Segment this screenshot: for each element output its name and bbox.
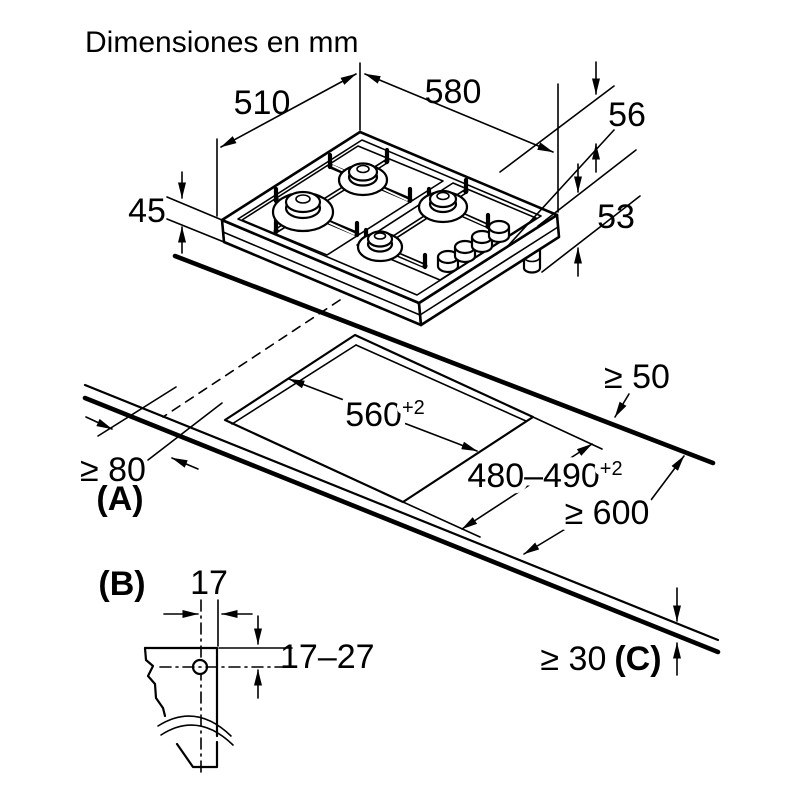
worktop-back-edge: [172, 253, 716, 466]
reference-label-b: (B): [98, 565, 145, 603]
dimension-line: [364, 73, 554, 153]
dimension-label-480-490: 480–490+2: [467, 457, 622, 495]
grate-frame-right: [356, 182, 537, 281]
clearance-label-front: ≥ 80: [80, 451, 146, 489]
dimension-line: [461, 443, 593, 530]
dimension-label-17-27: 17–27: [280, 638, 375, 676]
clearance-front-80: ≥ 80 (A): [80, 386, 223, 518]
dimension-edge-height-45: 45: [128, 171, 225, 254]
dimension-line: [288, 378, 478, 452]
projection-dashed-line: [162, 299, 341, 418]
hob-drawing: [220, 130, 561, 327]
dimension-label-56: 56: [608, 96, 646, 134]
control-knob: [470, 229, 494, 254]
break-line: [160, 724, 234, 746]
reference-label-a: (A): [96, 480, 143, 518]
extension-line: [147, 402, 223, 461]
dimension-gas-depth-53: 53: [537, 149, 641, 277]
dimension-hob-width-580: 580: [364, 73, 559, 213]
burner-front-center: [356, 230, 404, 263]
dimension-hob-depth-510: 510: [216, 62, 361, 217]
extension-line: [402, 501, 481, 538]
clearance-label-thickness: ≥ 30(C): [540, 640, 661, 678]
control-knob: [453, 239, 477, 264]
worktop-front-edge-bottom: [82, 395, 721, 655]
burner-right: [417, 189, 469, 224]
dimension-line: [220, 73, 357, 148]
burner-left: [271, 190, 335, 233]
fixing-clamp-detail: (B) 17 17–27: [98, 564, 375, 773]
hob-inner-border: [237, 139, 542, 296]
arrow: [171, 457, 199, 470]
dimension-label-510: 510: [234, 84, 291, 122]
break-line: [157, 715, 232, 737]
clearance-label-rear: ≥ 50: [604, 358, 670, 396]
clearance-rear-50: ≥ 50: [604, 358, 670, 418]
extension-line: [541, 195, 641, 273]
hob-rim-seam-left: [222, 231, 421, 316]
page-title: Dimensiones en mm: [85, 26, 358, 59]
control-knobs: [436, 219, 511, 274]
leader-arrow: [647, 455, 685, 505]
leader-arrow: [523, 527, 568, 555]
extension-line: [166, 218, 225, 243]
burner-back-center: [337, 162, 389, 197]
clamp-bracket-lower: [175, 740, 219, 769]
clearance-worktop-thickness-30: ≥ 30(C): [540, 587, 681, 678]
extension-line: [537, 149, 637, 227]
grate-frame-left: [241, 145, 444, 256]
clearance-label-depth: ≥ 600: [565, 494, 650, 532]
extension-line: [532, 416, 603, 450]
arrow: [85, 416, 113, 430]
extension-line: [499, 85, 615, 173]
leader-arrow: [614, 393, 630, 418]
dimension-label-580: 580: [425, 73, 482, 111]
dimension-gas-offset-56: 56: [499, 61, 646, 249]
dimension-label-17: 17: [190, 564, 228, 602]
hob-rim-seam-right: [419, 226, 559, 316]
extension-line: [166, 196, 223, 221]
control-knob: [487, 219, 511, 244]
dimension-label-45: 45: [128, 192, 166, 230]
clamp-bracket-upper: [143, 646, 219, 738]
clearance-worktop-depth-600: ≥ 600: [523, 455, 685, 555]
dimension-cutout-depth-480-490: 480–490+2: [402, 416, 629, 538]
clamp-bracket-profile: [143, 646, 167, 718]
dimension-label-53: 53: [597, 198, 635, 236]
